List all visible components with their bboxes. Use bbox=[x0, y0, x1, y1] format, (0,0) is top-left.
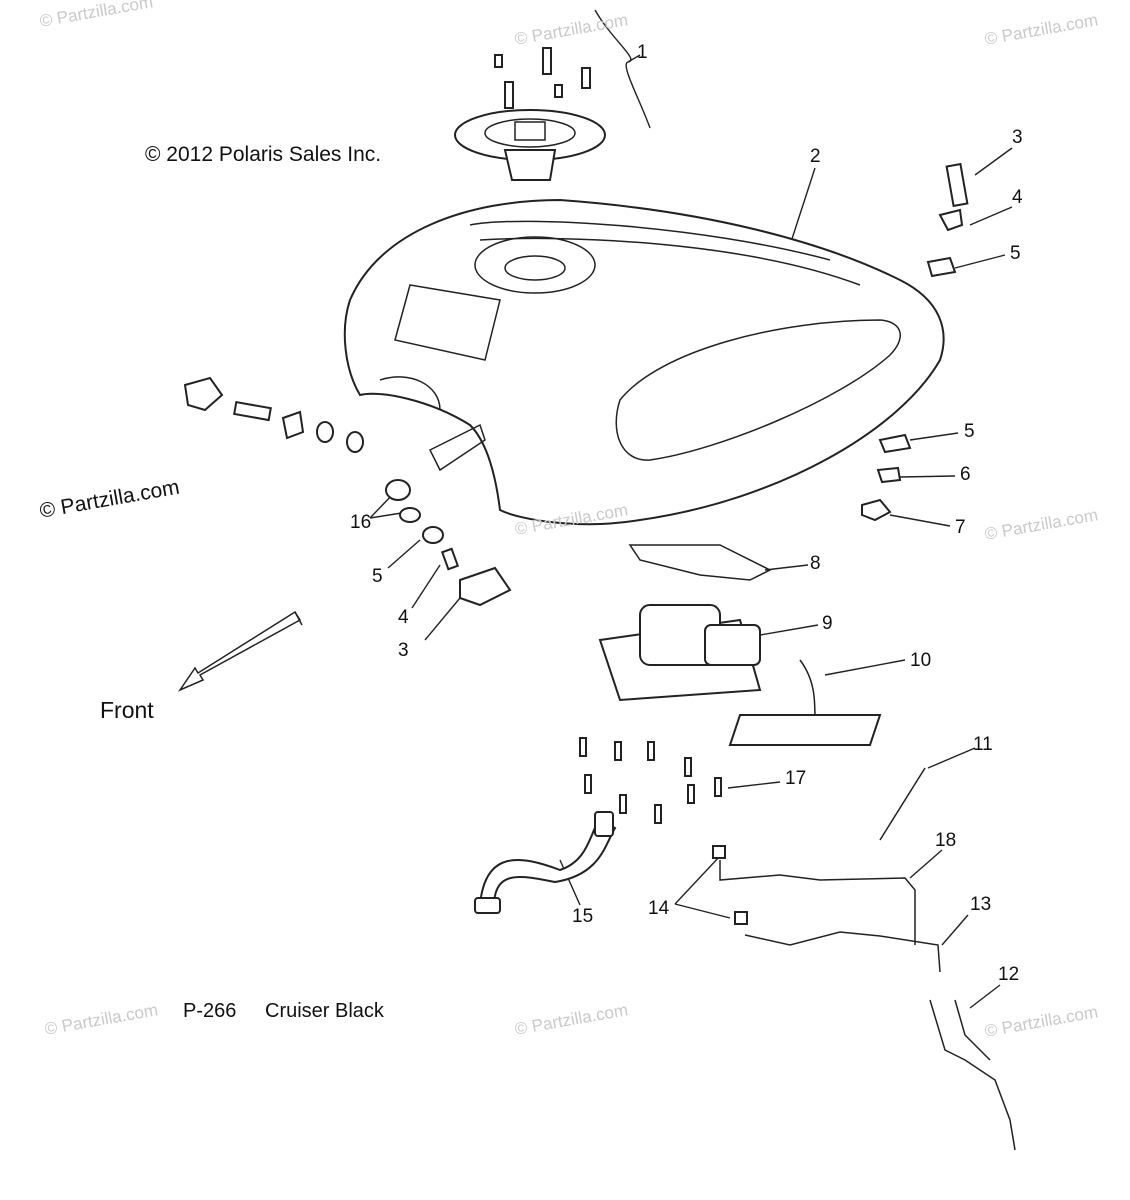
callout-5-left: 16 bbox=[350, 512, 372, 533]
pump-screws bbox=[579, 737, 722, 824]
callout-1: 1 bbox=[637, 42, 648, 63]
model-variant: Cruiser Black bbox=[265, 1000, 384, 1022]
rod bbox=[879, 767, 926, 841]
callout-3: 3 bbox=[1012, 127, 1023, 148]
fuel-pump-assembly bbox=[598, 604, 882, 746]
callout-7: 7 bbox=[955, 517, 966, 538]
callout-4: 4 bbox=[1012, 187, 1023, 208]
copyright-label: © 2012 Polaris Sales Inc. bbox=[145, 143, 382, 166]
left-mount-hardware bbox=[183, 376, 512, 607]
callout-12: 15 bbox=[572, 906, 594, 927]
vent-lines bbox=[712, 845, 1016, 1151]
fuel-hose bbox=[474, 811, 617, 914]
front-arrow bbox=[177, 610, 303, 692]
callout-14: 18 bbox=[935, 830, 957, 851]
callout-13: 14 bbox=[648, 898, 670, 919]
callout-3-left: 4 bbox=[398, 607, 409, 628]
callout-6: 6 bbox=[960, 464, 971, 485]
page-code: P-266 bbox=[183, 1000, 237, 1022]
fuel-tank bbox=[343, 198, 945, 526]
callout-10: 9 bbox=[822, 613, 833, 634]
leader-lines bbox=[369, 9, 1013, 1009]
callout-5: 5 bbox=[1010, 243, 1021, 264]
right-mount-hardware bbox=[861, 162, 969, 522]
callout-5: 5 bbox=[964, 421, 975, 442]
callout-8: 3 bbox=[398, 640, 409, 661]
fuel-cap-assembly bbox=[454, 47, 606, 181]
callout-9: 8 bbox=[810, 553, 821, 574]
callout-18: 11 bbox=[973, 734, 993, 755]
front-label: Front bbox=[100, 697, 154, 723]
gasket bbox=[628, 544, 772, 581]
callout-4-left: 5 bbox=[372, 566, 383, 587]
callout-17: 10 bbox=[910, 650, 932, 671]
callout-15: 13 bbox=[970, 894, 992, 915]
callout-16: 12 bbox=[998, 964, 1020, 985]
callout-11: 17 bbox=[785, 768, 807, 789]
callout-2: 2 bbox=[810, 146, 821, 167]
